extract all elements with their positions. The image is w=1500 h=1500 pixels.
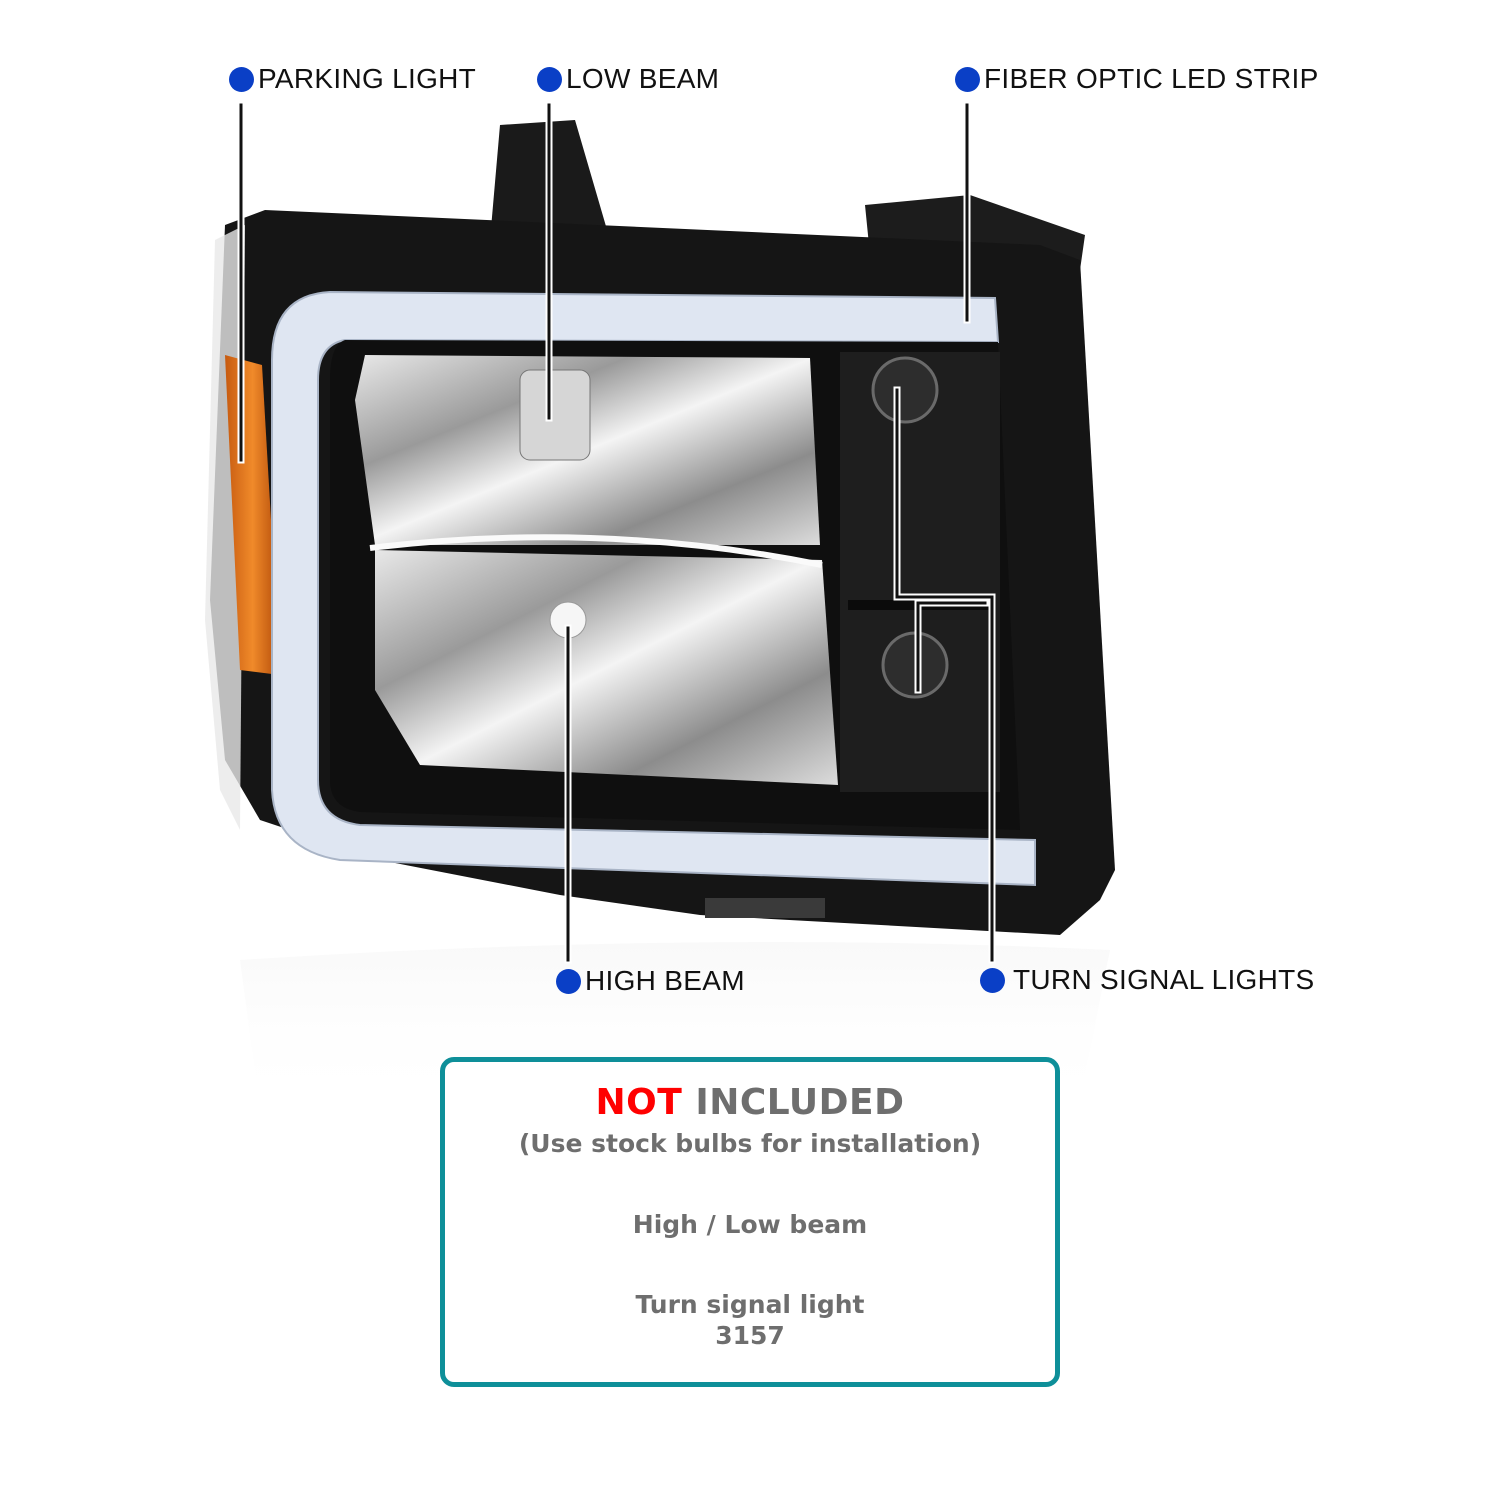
high-beam-reflector (375, 550, 838, 785)
turn-signal-section (840, 352, 1000, 792)
callout-label: TURN SIGNAL LIGHTS (1013, 964, 1315, 995)
notice-subtitle: (Use stock bulbs for installation) (518, 1129, 982, 1158)
callout-label: FIBER OPTIC LED STRIP (984, 63, 1319, 94)
callout-label: PARKING LIGHT (258, 63, 477, 94)
fiber-optic-strip (271, 290, 1036, 887)
turn-signal-bulb-upper (871, 356, 939, 424)
not-included-notice: NOT INCLUDED (Use stock bulbs for instal… (440, 1057, 1060, 1387)
leader-lines (237, 101, 996, 964)
callout-label: HIGH BEAM (585, 965, 745, 996)
notice-item-beam: High / Low beam (632, 1210, 868, 1239)
callout-dot-icon (537, 66, 562, 92)
callout-parking-light: PARKING LIGHT (229, 63, 476, 95)
callout-high-beam: HIGH BEAM (556, 965, 745, 997)
callout-fiber-optic: FIBER OPTIC LED STRIP (955, 63, 1319, 95)
callout-label: LOW BEAM (566, 63, 720, 94)
turn-signal-bulb-number: 3157 (715, 1321, 785, 1350)
callout-dot-icon (980, 967, 1005, 993)
callout-dot-icon (955, 66, 980, 92)
callout-turn-signal: TURN SIGNAL LIGHTS (980, 964, 1315, 996)
notice-title: NOT INCLUDED (445, 1082, 1055, 1123)
callout-low-beam: LOW BEAM (537, 63, 719, 95)
notice-title-included: INCLUDED (695, 1082, 905, 1123)
notice-title-not: NOT (595, 1082, 683, 1123)
callout-dot-icon (556, 968, 581, 994)
callout-dot-icon (229, 66, 254, 92)
turn-signal-label: Turn signal light (635, 1290, 865, 1319)
notice-item-turn-signal: Turn signal light 3157 (445, 1289, 1055, 1351)
